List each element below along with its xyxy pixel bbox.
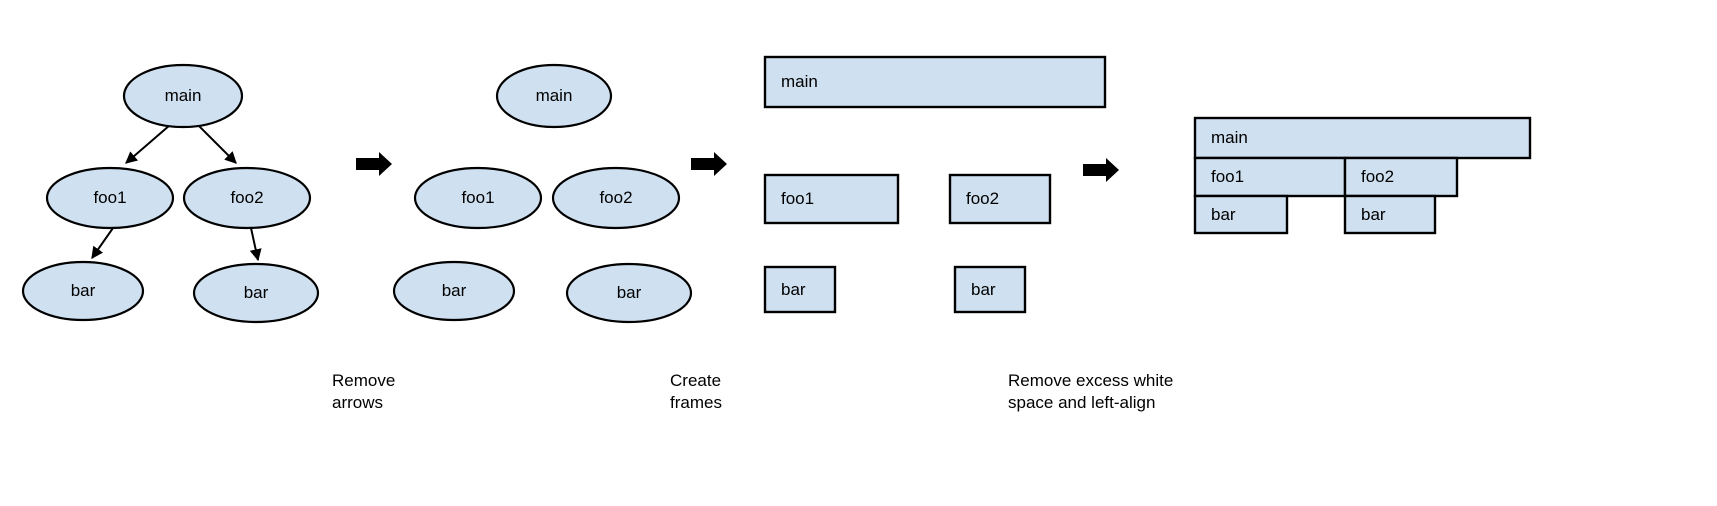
frame-bar-right[interactable] xyxy=(1343,194,1437,235)
node-main[interactable] xyxy=(495,63,613,129)
frame-bar-left[interactable] xyxy=(763,265,837,314)
panel-frames xyxy=(763,55,1107,314)
frame-foo2[interactable] xyxy=(1343,156,1459,198)
node-bar-left[interactable] xyxy=(392,260,516,322)
panel-tree-with-arrows xyxy=(21,63,320,324)
node-foo1[interactable] xyxy=(413,166,543,230)
caption-create-frames: Create frames xyxy=(670,371,722,412)
panel-compressed xyxy=(1193,116,1532,235)
frame-bar-left[interactable] xyxy=(1193,194,1289,235)
step-arrow-1-icon xyxy=(356,152,392,176)
node-bar-right[interactable] xyxy=(192,262,320,324)
panel-tree-no-arrows xyxy=(392,63,693,324)
edge-main-to-foo2 xyxy=(197,124,237,164)
node-foo2[interactable] xyxy=(182,166,312,230)
caption-remove-arrows: Remove arrows xyxy=(332,371,396,412)
edge-foo1-to-bar xyxy=(91,227,114,259)
node-main[interactable] xyxy=(122,63,244,129)
frame-bar-right[interactable] xyxy=(953,265,1027,314)
node-bar-right[interactable] xyxy=(565,262,693,324)
frame-foo1[interactable] xyxy=(1193,156,1347,198)
tree-edges xyxy=(91,124,262,262)
step-arrow-2-icon xyxy=(691,152,727,176)
caption-remove-white-space: Remove excess white space and left-align xyxy=(1008,371,1174,412)
node-bar-left[interactable] xyxy=(21,260,145,322)
node-foo1[interactable] xyxy=(45,166,175,230)
edge-main-to-foo1 xyxy=(125,124,171,164)
node-foo2[interactable] xyxy=(551,166,681,230)
step-arrow-3-icon xyxy=(1083,158,1119,182)
frame-main[interactable] xyxy=(763,55,1107,109)
frame-foo2[interactable] xyxy=(948,173,1052,225)
frame-main[interactable] xyxy=(1193,116,1532,160)
edge-foo2-to-bar xyxy=(249,227,262,262)
frame-foo1[interactable] xyxy=(763,173,900,225)
